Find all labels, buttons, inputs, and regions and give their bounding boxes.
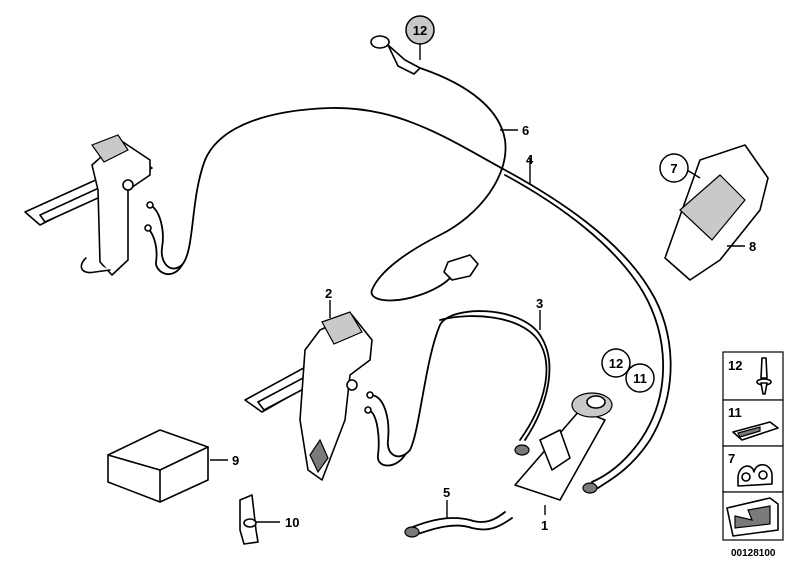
callout-7: 7	[659, 153, 689, 183]
document-number: 00128100	[731, 548, 776, 559]
callout-11: 11	[625, 363, 655, 393]
callout-10: 10	[285, 515, 299, 530]
cable-holder-icon	[737, 463, 773, 487]
svg-text:12: 12	[609, 356, 623, 371]
callout-4: 4	[526, 152, 534, 167]
callout-1: 1	[541, 518, 548, 533]
ring-terminal	[370, 35, 421, 75]
legend-row-11: 11	[728, 405, 742, 420]
wiring-harness	[147, 67, 672, 489]
callout-5: 5	[443, 485, 450, 500]
rivet-icon	[756, 357, 772, 395]
callout-2: 2	[325, 286, 332, 301]
callout-12-mid: 12	[601, 348, 631, 378]
svg-text:11: 11	[633, 371, 647, 386]
callout-3: 3	[536, 296, 543, 311]
cable-clip	[443, 254, 479, 281]
pigtail-part-5	[404, 511, 513, 538]
jack-upper-left	[24, 134, 154, 276]
callout-8: 8	[749, 239, 756, 254]
socket-part-1	[514, 392, 613, 501]
legend-row-7: 7	[728, 451, 735, 466]
jack-part-2	[244, 311, 374, 481]
clip-icon	[732, 421, 779, 441]
legend-panel: 12 11 7	[722, 351, 784, 541]
callout-9: 9	[232, 453, 239, 468]
cover-part-8	[664, 144, 769, 281]
svg-text:7: 7	[670, 161, 677, 176]
callout-12-top: 12	[405, 15, 435, 45]
callout-6: 6	[522, 123, 529, 138]
leader-lines	[210, 44, 745, 523]
fitting-part-10	[239, 494, 259, 545]
svg-text:12: 12	[413, 23, 427, 38]
legend-row-12: 12	[728, 358, 742, 373]
foam-block-part-9	[107, 429, 209, 503]
arrow-icon	[726, 497, 779, 537]
